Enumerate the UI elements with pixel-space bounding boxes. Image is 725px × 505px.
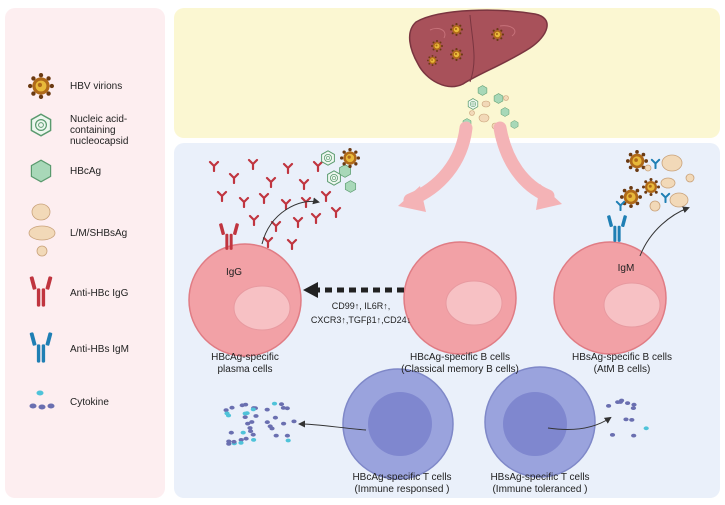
cytokine-dot: [269, 426, 275, 431]
cytokine-dot: [238, 441, 244, 445]
cytokine-dot: [280, 406, 286, 410]
cytokine-dot: [250, 432, 256, 437]
legend-label-hbcag: HBcAg: [70, 166, 102, 177]
cytokine-dots-icon: [29, 390, 55, 410]
atm-b-cell: [553, 214, 667, 355]
differentiation-arrow: [303, 282, 404, 298]
igg-antibody-icon: [29, 276, 53, 307]
cytokine-dot: [625, 401, 631, 405]
flow-arrow-right: [493, 121, 562, 210]
cytokine-dot: [284, 406, 290, 411]
cytokine-dot: [226, 439, 232, 444]
flow-arrow-left: [398, 121, 473, 212]
cytokine-dot: [242, 415, 248, 419]
legend-label-virions: HBV virions: [70, 81, 123, 92]
cytokine-cloud-left: [223, 401, 297, 446]
hbcag-hexagon-icon: [30, 159, 52, 183]
cytokine-dot: [250, 407, 256, 412]
cytokine-dot: [264, 420, 270, 425]
cytokine-dot: [253, 414, 259, 418]
nucleocapsid-icon: [30, 113, 52, 137]
cytokine-dot: [631, 433, 637, 438]
hbsag-particles-icon: [28, 203, 56, 257]
cytokine-dot: [609, 433, 616, 437]
cytokine-dot: [231, 439, 237, 444]
legend-label-igg: Anti-HBc IgG: [70, 288, 129, 299]
cytokine-cloud-right: [606, 398, 649, 438]
legend-panel: [5, 8, 165, 498]
cytokine-dot: [617, 400, 624, 404]
hbsag-cloud: [615, 150, 695, 212]
cytokine-dot: [240, 430, 246, 435]
cytokine-dot: [606, 404, 612, 408]
legend-label-igm: Anti-HBs IgM: [70, 344, 129, 355]
cytokine-dot: [243, 436, 249, 441]
cytokine-dot: [271, 401, 278, 406]
cytokine-dot: [629, 418, 635, 422]
cytokine-dot: [273, 433, 279, 438]
legend-label-cytokine: Cytokine: [70, 397, 109, 408]
cytokine-dot: [623, 417, 629, 422]
cytokine-dot: [249, 420, 255, 424]
cytokine-dot: [281, 421, 287, 426]
cytokine-dot: [285, 438, 291, 443]
cytokine-dot: [243, 402, 249, 407]
igm-label: IgM: [617, 263, 635, 274]
cytokine-dot: [242, 411, 248, 416]
liver-illustration: [408, 9, 548, 88]
memory-b-cell-label: HBcAg-specific B cells (Classical memory…: [401, 352, 519, 375]
cytokine-dot: [291, 419, 297, 424]
cytokine-dot: [225, 413, 232, 418]
marker-line-2: CXCR3↑,TGFβ1↑,CD24↓: [310, 315, 412, 325]
t-cell-tolerant: [484, 366, 596, 478]
cytokine-dot: [245, 421, 251, 426]
cytokine-dot: [229, 405, 235, 410]
cytokine-dot: [264, 407, 270, 412]
igg-label: IgG: [225, 267, 243, 278]
cytokine-dot: [284, 433, 290, 438]
released-particles: [462, 85, 519, 130]
t-cell-responsive: [342, 368, 454, 480]
memory-b-cell: [403, 241, 517, 355]
cytokine-dot: [228, 430, 234, 435]
igm-antibody-icon: [29, 332, 53, 363]
cytokine-dot: [251, 438, 257, 442]
cytokine-dot: [272, 415, 278, 420]
plasma-cell-label: HBcAg-specific plasma cells: [211, 352, 279, 375]
cytokine-dot: [278, 402, 285, 407]
t-cell-responsive-label: HBcAg-specific T cells (Immune responsed…: [352, 472, 452, 495]
hbv-virion-icon: [28, 73, 54, 99]
cytokine-dot: [643, 426, 649, 431]
atm-b-cell-label: HBsAg-specific B cells (AtM B cells): [571, 352, 673, 375]
cytokine-dot: [247, 426, 253, 430]
marker-line-1: CD99↑, IL6R↑,: [331, 301, 391, 311]
plasma-cell: [188, 222, 302, 357]
t-cell-tolerant-label: HBsAg-specific T cells (Immune tolerance…: [490, 472, 590, 495]
cytokine-dot: [630, 406, 637, 410]
igg-cloud: [208, 148, 360, 250]
cytokine-dot: [631, 402, 637, 407]
cytokine-dot: [238, 438, 244, 442]
legend-label-nucleocapsid: Nucleic acid- containing nucleocapsid: [70, 114, 129, 147]
legend-label-hbsag: L/M/SHBsAg: [70, 228, 128, 239]
cytokine-dot: [248, 429, 254, 434]
cytokine-dot: [223, 408, 229, 412]
